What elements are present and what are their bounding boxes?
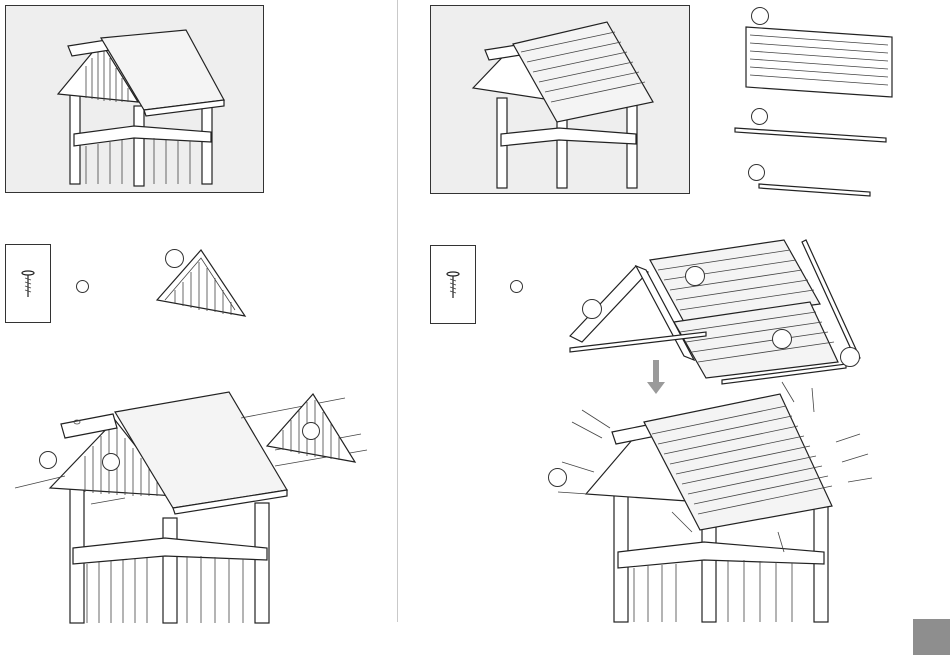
tower-roof-illustration-left: [6, 6, 263, 192]
page-number-tab: [913, 619, 950, 655]
part-number-circle-exploded-b: [582, 299, 602, 319]
part-number-circle-main-left-a: [39, 451, 57, 469]
part-number-circle-panel: [751, 7, 769, 25]
gable-part-illustration: [155, 248, 255, 328]
tower-slatted-roof-illustration: [431, 6, 689, 193]
part-number-circle-short-rail: [748, 164, 765, 181]
exploded-roof-parts: [566, 236, 866, 386]
overview-inset-right: [430, 5, 690, 194]
long-rail-part: [734, 126, 888, 144]
quantity-circle-left: [76, 280, 89, 293]
part-number-circle-exploded-d: [840, 347, 860, 367]
panel-divider: [397, 0, 398, 622]
screw-icon: [431, 246, 475, 323]
part-number-circle-main-right: [548, 468, 567, 487]
short-rail-part: [758, 182, 872, 196]
quantity-circle-right: [510, 280, 523, 293]
roof-panel-part: [744, 25, 896, 99]
part-number-circle-main-left-c: [302, 422, 320, 440]
part-number-circle-long-rail: [751, 108, 768, 125]
part-number-circle-exploded-c: [772, 329, 792, 349]
main-assembly-right: [552, 382, 882, 622]
screw-icon: [6, 245, 50, 322]
overview-inset-left: [5, 5, 264, 193]
part-number-circle-exploded-a: [685, 266, 705, 286]
main-assembly-left: [5, 378, 395, 623]
part-number-circle-main-left-b: [102, 453, 120, 471]
hardware-box-left: [5, 244, 51, 323]
hardware-box-right: [430, 245, 476, 324]
